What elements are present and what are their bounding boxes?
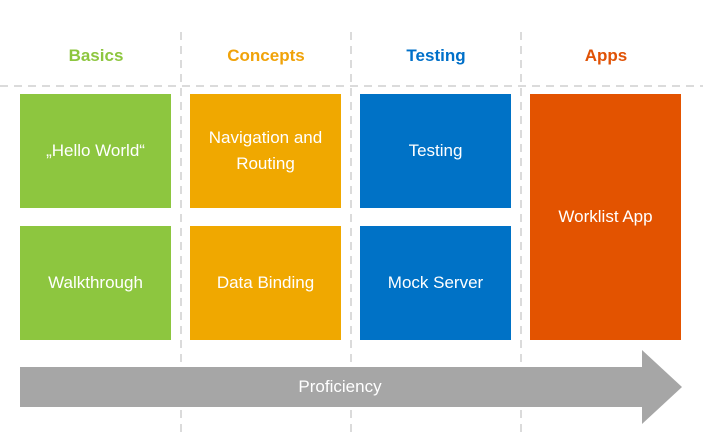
tile-navigation-routing: Navigation and Routing xyxy=(190,94,341,208)
tile-worklist-app: Worklist App xyxy=(530,94,681,340)
column-header-basics: Basics xyxy=(68,46,124,65)
tile-testing: Testing xyxy=(360,94,511,208)
column-header-testing: Testing xyxy=(406,46,466,65)
arrow-shape xyxy=(20,350,682,424)
tile-testing-label: Testing xyxy=(408,141,463,160)
column-header-apps: Apps xyxy=(584,46,628,65)
tile-data-binding-label: Data Binding xyxy=(216,273,315,292)
tile-data-binding: Data Binding xyxy=(190,226,341,340)
tile-navigation-routing-line1: Navigation and xyxy=(208,128,323,147)
tile-worklist-app-label: Worklist App xyxy=(558,207,653,226)
tile-hello-world-label: „Hello World“ xyxy=(46,141,145,160)
tile-walkthrough-label: Walkthrough xyxy=(48,273,143,292)
tile-hello-world: „Hello World“ xyxy=(20,94,171,208)
tile-mock-server-label: Mock Server xyxy=(387,273,484,292)
column-header-concepts: Concepts xyxy=(227,46,305,65)
tile-walkthrough: Walkthrough xyxy=(20,226,171,340)
tile-navigation-routing-line2: Routing xyxy=(236,154,295,173)
tile-mock-server: Mock Server xyxy=(360,226,511,340)
proficiency-label: Proficiency xyxy=(298,377,382,396)
